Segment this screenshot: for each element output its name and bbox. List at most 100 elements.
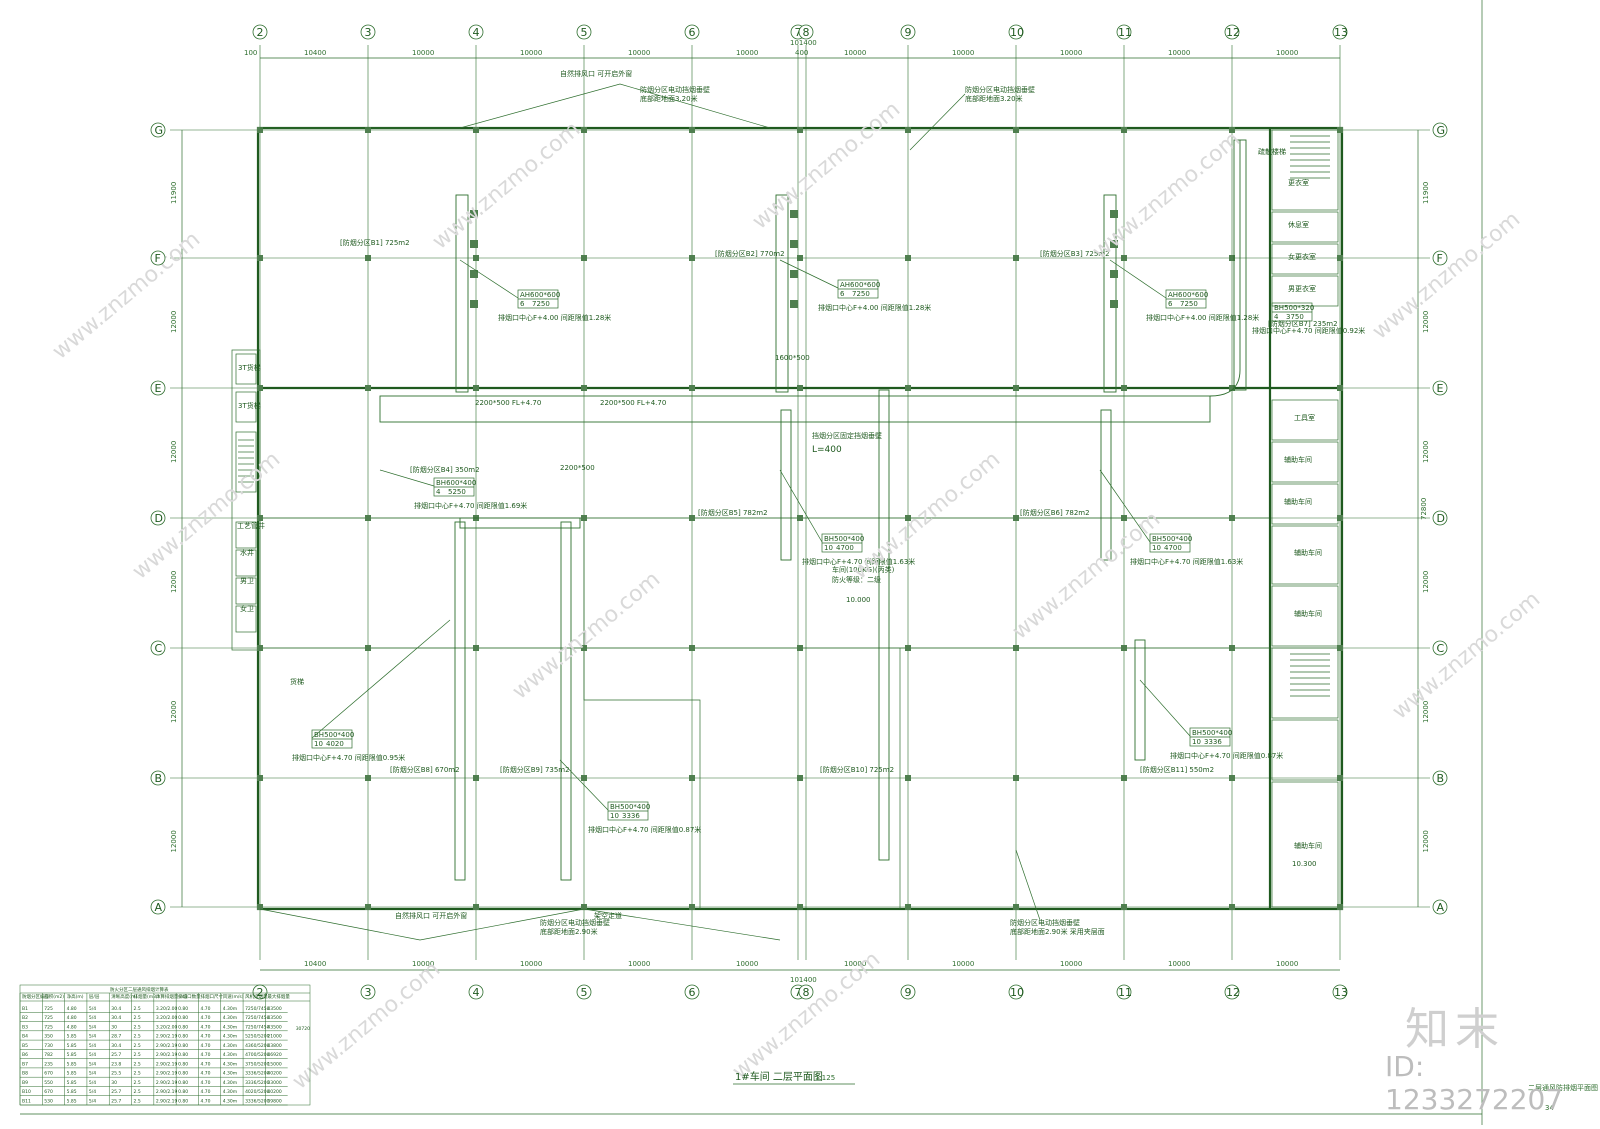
vent-tag-note: 排烟口中心F+4.00 间距限值1.28米 — [498, 313, 611, 322]
table-cell: 5.85 — [67, 1061, 77, 1067]
table-header: 风机排烟量 — [245, 993, 268, 1000]
annotation-workshop-1: 车间(100KG)(丙类) — [832, 565, 895, 574]
smoke-vent — [790, 210, 798, 218]
vent-tag-code: AH600*600 — [520, 291, 560, 299]
vent-tag-length: 3336 — [622, 812, 640, 820]
dim-right-text: 11900 — [1422, 182, 1430, 204]
dim-bottom-text: 10400 — [304, 960, 326, 968]
table-cell: 7250/7450 — [245, 1006, 270, 1012]
structural-column — [1229, 645, 1235, 651]
axis-bubble-y — [150, 770, 166, 786]
table-cell: 725 — [44, 1006, 53, 1012]
structural-column — [1013, 515, 1019, 521]
axis-bubble-x — [798, 984, 814, 1000]
axis-label-x: 8 — [803, 26, 810, 39]
branch-duct-south — [878, 389, 890, 861]
table-cell: 0.80 — [178, 1089, 188, 1095]
table-side-value: 30720 — [296, 1026, 310, 1032]
table-cell: 670 — [44, 1071, 53, 1077]
vent-tag-note: 排烟口中心F+4.70 间距限值1.63米 — [802, 557, 915, 566]
table-cell: 235 — [44, 1061, 53, 1067]
vent-tag-count: 6 — [520, 300, 525, 308]
axis-label-x: 2 — [257, 986, 264, 999]
vent-tag-code: BH500*400 — [314, 731, 354, 739]
table-cell: 5/4 — [89, 1015, 96, 1021]
table-cell: 550 — [44, 1080, 53, 1086]
axis-bubble-x — [1224, 24, 1240, 40]
table-cell: 4.70 — [200, 1024, 210, 1030]
annotation-smoke-curtain-bot-1: 防烟分区电动挡烟垂壁 — [540, 918, 610, 927]
leader-line — [1099, 469, 1151, 543]
table-cell: 350 — [44, 1034, 53, 1040]
duct-size-label: 2200*500 FL+4.70 — [475, 399, 541, 407]
table-cell: 2.90/2.19 — [156, 1089, 178, 1095]
table-cell: 2.90/2.19 — [156, 1099, 178, 1105]
axis-bubble-x — [900, 984, 916, 1000]
structural-column — [689, 385, 695, 391]
dim-left-text: 12000 — [170, 441, 178, 463]
annotation-stair-label: 疏散楼梯 — [1258, 147, 1286, 156]
leader-line — [379, 469, 435, 487]
vent-tag-count: 10 — [314, 740, 323, 748]
structural-column — [905, 775, 911, 781]
table-cell: B11 — [22, 1099, 31, 1105]
table-cell: 2.90/2.19 — [156, 1061, 178, 1067]
room-label: 辅助车间 — [1294, 841, 1322, 850]
table-cell: B9 — [22, 1080, 28, 1086]
dim-bottom-text: 10000 — [844, 960, 866, 968]
branch-duct-north — [1103, 194, 1117, 393]
inner-room-wall — [583, 518, 701, 909]
dim-left-text: 12000 — [170, 830, 178, 852]
axis-label-x: 4 — [473, 26, 480, 39]
annotation-vent-note-2: 自然排风口 可开启外窗 — [395, 911, 467, 920]
structural-column — [1337, 255, 1343, 261]
vent-tag-count: 10 — [1152, 544, 1161, 552]
dim-right-text: 12000 — [1422, 311, 1430, 333]
structural-column — [797, 775, 803, 781]
axis-label-y: E — [1437, 382, 1444, 395]
table-cell: 4.70 — [200, 1034, 210, 1040]
table-cell: B10 — [22, 1089, 31, 1095]
annotation-vent-note-1: 自然排风口 可开启外窗 — [560, 69, 632, 78]
table-cell: 5/4 — [89, 1061, 96, 1067]
structural-column — [1013, 775, 1019, 781]
axis-label-y: F — [155, 252, 161, 265]
room-label: 水井 — [240, 548, 254, 557]
axis-label-x: 5 — [581, 26, 588, 39]
structural-column — [1229, 255, 1235, 261]
table-cell: 40200 — [267, 1071, 281, 1077]
structural-column — [1121, 645, 1127, 651]
table-cell: 23.8 — [111, 1061, 121, 1067]
drawing-title: 1#车间 二层平面图 — [735, 1070, 823, 1083]
table-cell: 0.80 — [178, 1052, 188, 1058]
vent-tag-length: 7250 — [852, 290, 870, 298]
smoke-vent — [470, 270, 478, 278]
leader-line — [459, 259, 519, 299]
axis-label-x: 3 — [365, 986, 372, 999]
table-header: 面积(m2) — [44, 993, 64, 1000]
table-cell: 4020/5200 — [245, 1089, 270, 1095]
room-label: 辅助车间 — [1284, 455, 1312, 464]
room-label: 女卫 — [240, 604, 254, 613]
smoke-vent — [1110, 210, 1118, 218]
axis-label-x: 13 — [1334, 986, 1348, 999]
table-cell: 730 — [44, 1043, 53, 1049]
table-header: 排烟量(m3/h — [134, 993, 161, 1000]
structural-column — [905, 255, 911, 261]
axis-label-y: E — [155, 382, 162, 395]
dim-bottom-text: 10000 — [520, 960, 542, 968]
table-cell: 2.90/2.19 — [156, 1034, 178, 1040]
table-cell: 4.30m — [223, 1099, 237, 1105]
axis-label-x: 3 — [365, 26, 372, 39]
table-cell: B3 — [22, 1024, 28, 1030]
structural-column — [689, 255, 695, 261]
vent-tag-length: 3750 — [1286, 313, 1304, 321]
stair-core-left — [235, 431, 257, 493]
table-cell: 5.85 — [67, 1089, 77, 1095]
table-cell: 725 — [44, 1015, 53, 1021]
table-header: 计算排烟量(m3 — [156, 993, 188, 1000]
branch-duct-south — [560, 521, 572, 881]
table-cell: 5/4 — [89, 1006, 96, 1012]
table-cell: 25.5 — [111, 1071, 121, 1077]
